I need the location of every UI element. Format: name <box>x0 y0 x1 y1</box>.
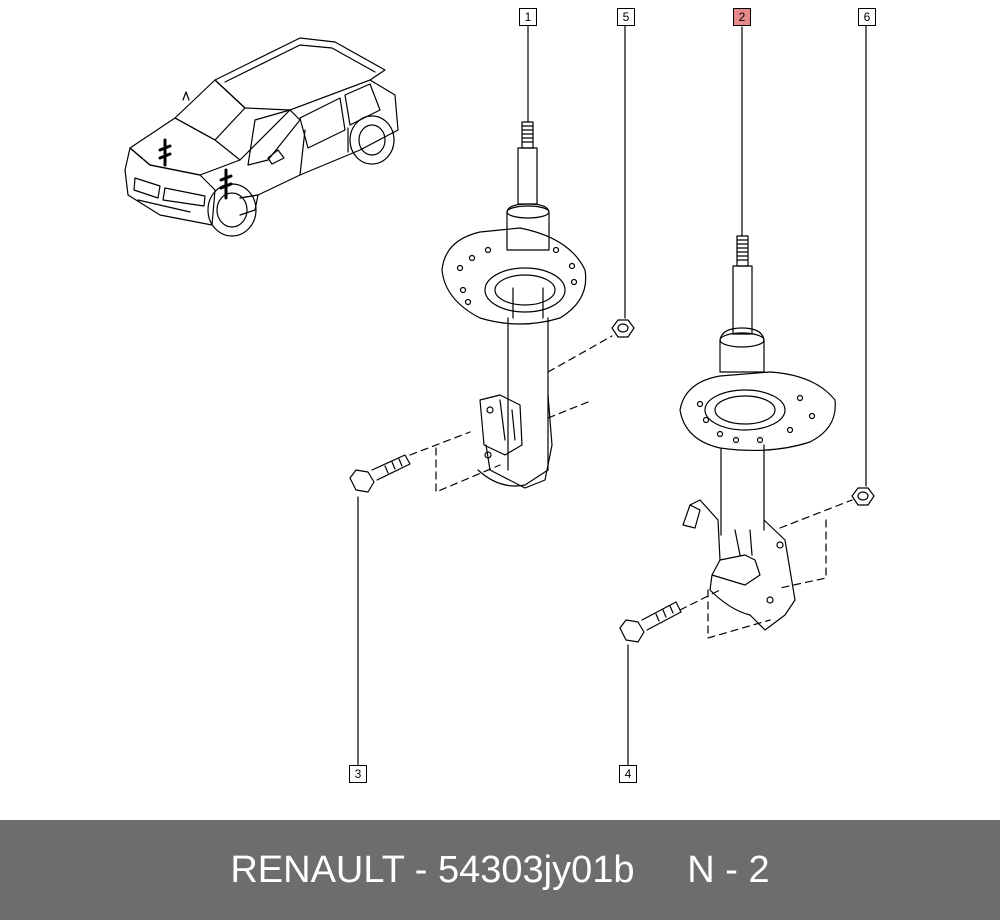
footer-bar: RENAULT - 54303jy01b N - 2 <box>0 820 1000 920</box>
callout-2-highlighted: 2 <box>733 8 751 26</box>
bolt-item-4 <box>619 601 682 643</box>
nut-item-5 <box>611 319 635 338</box>
nut-item-6 <box>851 487 875 506</box>
right-strut-assembly <box>679 235 836 631</box>
car-illustration <box>124 37 399 237</box>
bolt-item-3 <box>349 454 411 493</box>
callout-4: 4 <box>619 765 637 783</box>
left-strut-assembly <box>441 121 587 489</box>
callout-6: 6 <box>858 8 876 26</box>
assembly-guides <box>409 335 853 639</box>
callout-5: 5 <box>617 8 635 26</box>
leader-lines <box>357 24 867 766</box>
exploded-parts-diagram <box>124 24 875 766</box>
callout-1: 1 <box>519 8 537 26</box>
part-number-caption: RENAULT - 54303jy01b N - 2 <box>230 849 770 891</box>
callout-3: 3 <box>349 765 367 783</box>
